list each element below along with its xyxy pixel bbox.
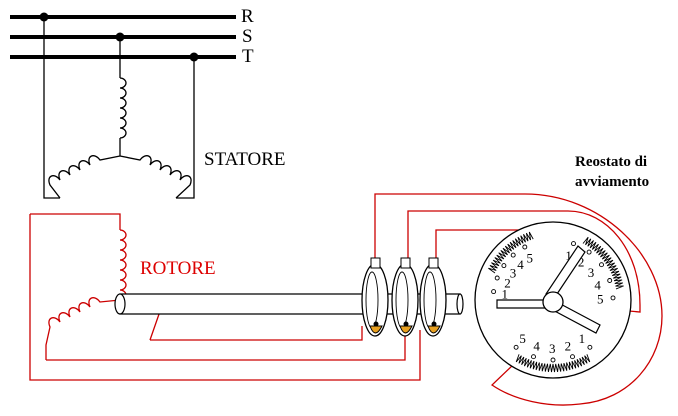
brush-bottom-3 bbox=[427, 325, 441, 334]
tap-number: 4 bbox=[517, 257, 524, 272]
tap-number: 3 bbox=[588, 265, 595, 280]
tap-contact bbox=[607, 278, 613, 283]
tap-number: 1 bbox=[565, 248, 572, 263]
rheostat-title-line1: Reostato di bbox=[575, 154, 647, 170]
rotor-label: ROTORE bbox=[140, 258, 216, 279]
tap-contact bbox=[599, 262, 604, 268]
tap-number: 1 bbox=[502, 286, 509, 301]
brush-top-3 bbox=[428, 257, 439, 269]
tap-contacts bbox=[491, 241, 616, 363]
tap-number: 5 bbox=[527, 251, 534, 266]
tap-contact bbox=[586, 249, 592, 255]
rotor-circuit bbox=[29, 193, 663, 406]
tap-contact bbox=[501, 263, 507, 269]
phase-t-label: T bbox=[242, 46, 254, 67]
resistor-zigzag bbox=[488, 231, 534, 274]
tap-contact bbox=[513, 344, 519, 350]
brush-bottom-2 bbox=[399, 325, 413, 334]
resistor-elements bbox=[488, 231, 624, 373]
resistor-zigzag bbox=[582, 236, 624, 290]
brush-top-2 bbox=[400, 257, 411, 269]
tap-number: 3 bbox=[549, 341, 556, 356]
phase-s-label: S bbox=[242, 26, 253, 47]
tap-contact bbox=[491, 289, 497, 295]
tap-contact bbox=[570, 354, 575, 360]
brush-bottom-1 bbox=[369, 325, 383, 334]
tap-contact bbox=[610, 295, 616, 301]
tap-number: 5 bbox=[597, 291, 604, 306]
tap-number: 4 bbox=[594, 277, 601, 292]
stator-winding bbox=[43, 17, 195, 199]
tap-number: 3 bbox=[510, 266, 517, 281]
tap-contact bbox=[550, 357, 556, 363]
tap-contact bbox=[510, 252, 516, 258]
tap-contact bbox=[494, 275, 500, 281]
tap-number: 2 bbox=[578, 255, 585, 270]
slip-ring-3 bbox=[419, 257, 447, 337]
slip-ring-1 bbox=[361, 257, 389, 337]
tap-contact bbox=[522, 244, 528, 250]
tap-number: 4 bbox=[533, 338, 540, 353]
tap-contact bbox=[531, 354, 536, 360]
tap-number: 2 bbox=[504, 275, 511, 290]
rheostat-hub bbox=[542, 291, 564, 313]
tap-number: 1 bbox=[579, 331, 586, 346]
tap-contact bbox=[571, 241, 576, 247]
tap-number: 5 bbox=[519, 331, 526, 346]
stator-label: STATORE bbox=[204, 149, 286, 170]
phase-r-label: R bbox=[241, 6, 254, 27]
brush-top-1 bbox=[370, 257, 381, 269]
resistor-zigzag bbox=[515, 354, 591, 373]
slip-ring-2 bbox=[391, 257, 419, 337]
tap-contact bbox=[587, 344, 593, 350]
rheostat-title-line2: avviamento bbox=[575, 174, 649, 190]
tap-number: 2 bbox=[565, 338, 572, 353]
